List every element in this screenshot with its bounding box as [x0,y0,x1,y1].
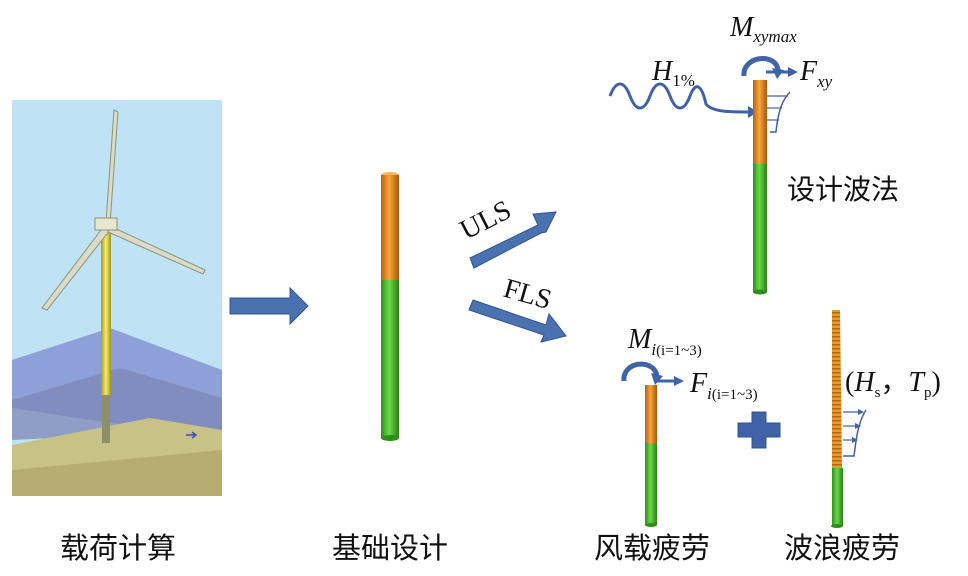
uls-panel: H1% Mxymax Fxy 设计波法 [608,12,899,295]
svg-text:(Hs，Tp): (Hs，Tp) [845,367,941,401]
wave-height-subscript: 1% [672,71,695,90]
wave-fatigue-panel: (Hs，Tp) [831,310,941,528]
caption-foundation-design: 基础设计 [332,531,448,565]
caption-wave-fatigue: 波浪疲劳 [784,531,900,565]
force-symbol: F [799,56,818,87]
svg-text:Mi(i=1~3): Mi(i=1~3) [627,324,702,359]
moment-arc-icon [621,361,660,382]
fatigue-moment-symbol: M [627,324,653,355]
fls-arrow: FLS [468,273,567,343]
wind-fatigue-panel: Mi(i=1~3) Fi(i=1~3) [621,324,758,527]
wave-icon [608,82,751,114]
fls-label: FLS [500,273,555,316]
fatigue-moment-range: (i=1~3) [656,343,702,359]
fatigue-force-range: (i=1~3) [712,387,758,403]
moment-arc-icon [741,56,781,77]
peak-period-subscript: p [924,385,932,401]
max-moment-symbol: M [729,12,755,43]
svg-text:Fxy: Fxy [799,56,833,91]
caption-wind-fatigue: 风载疲劳 [594,531,710,565]
uls-arrow: ULS [455,195,557,269]
fatigue-moment-index: i [651,340,656,359]
peak-period-symbol: T [908,367,926,398]
sea-state-close-paren: ) [932,367,941,398]
fatigue-force-symbol: F [689,368,708,399]
svg-text:Mxymax: Mxymax [729,12,797,46]
uls-label: ULS [455,195,516,247]
caption-load-calculation: 载荷计算 [60,531,176,565]
flow-arrow-icon [229,286,309,326]
sea-state-open-paren: ( [845,367,854,398]
fatigue-force-index: i [707,384,712,403]
significant-wave-height-symbol: H [853,367,876,398]
design-wave-method-label: 设计波法 [787,173,899,206]
force-subscript: xy [816,72,833,91]
plus-icon [737,411,781,449]
svg-text:H1%: H1% [651,56,695,90]
max-moment-subscript: xymax [752,27,797,46]
turbine-model-image [12,100,222,496]
foundation-pile [381,172,399,441]
svg-text:Fi(i=1~3): Fi(i=1~3) [689,368,758,403]
sea-state-separator: ， [880,367,908,398]
significant-wave-height-subscript: s [875,385,881,401]
wave-height-symbol: H [651,56,674,87]
